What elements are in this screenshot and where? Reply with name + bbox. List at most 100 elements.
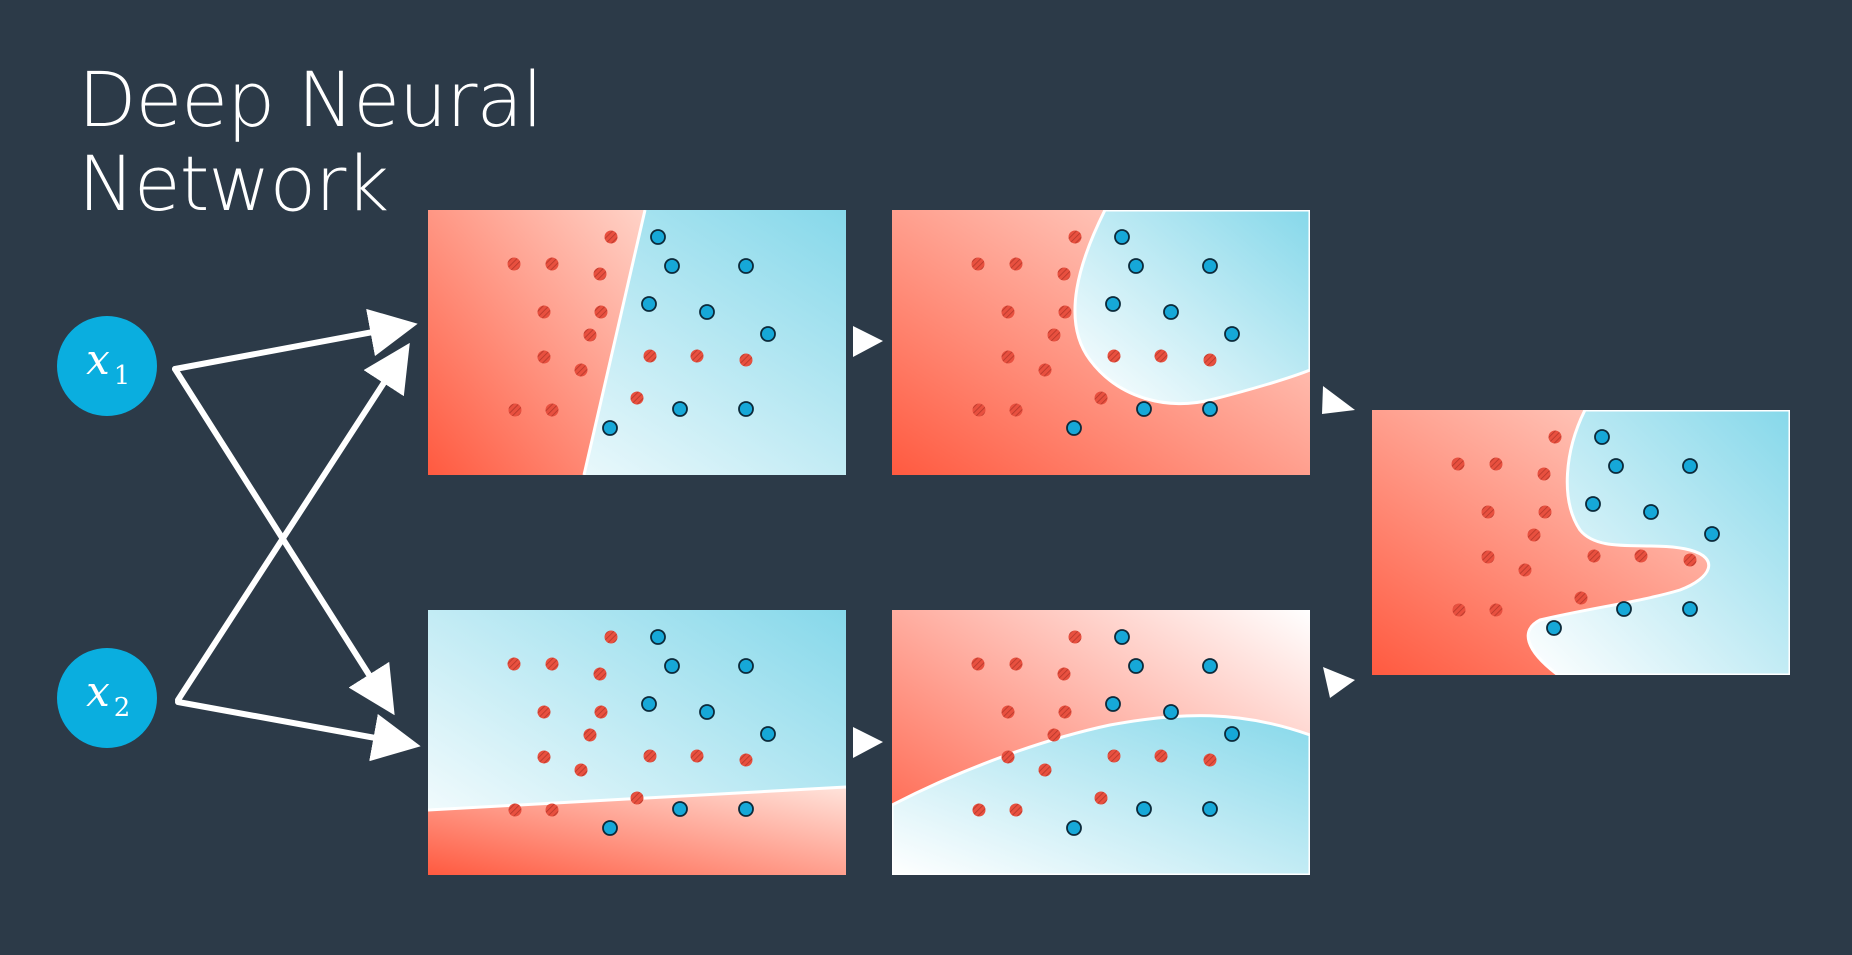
blue-point bbox=[1105, 296, 1121, 312]
red-point bbox=[507, 257, 521, 271]
red-point bbox=[1587, 549, 1601, 563]
red-point bbox=[1634, 549, 1648, 563]
red-point bbox=[1009, 257, 1023, 271]
red-point bbox=[1537, 467, 1551, 481]
x1-sub: 1 bbox=[114, 361, 131, 391]
blue-point bbox=[672, 801, 688, 817]
panel-layer1-b bbox=[428, 610, 846, 875]
red-point bbox=[971, 657, 985, 671]
red-point bbox=[574, 363, 588, 377]
red-point bbox=[593, 667, 607, 681]
red-point bbox=[1203, 353, 1217, 367]
blue-point bbox=[738, 401, 754, 417]
blue-point bbox=[641, 296, 657, 312]
red-point bbox=[1548, 430, 1562, 444]
red-point bbox=[1009, 403, 1023, 417]
red-point bbox=[1574, 591, 1588, 605]
red-point bbox=[643, 749, 657, 763]
panel-layer1-a bbox=[428, 210, 846, 475]
red-point bbox=[690, 349, 704, 363]
red-point bbox=[593, 267, 607, 281]
red-point bbox=[1489, 457, 1503, 471]
red-point bbox=[545, 403, 559, 417]
blue-point bbox=[1136, 801, 1152, 817]
blue-point bbox=[699, 704, 715, 720]
red-point bbox=[739, 753, 753, 767]
blue-point bbox=[664, 658, 680, 674]
red-point bbox=[1538, 505, 1552, 519]
blue-point bbox=[1105, 696, 1121, 712]
panel-output bbox=[1372, 410, 1790, 675]
blue-point bbox=[1066, 420, 1082, 436]
red-point bbox=[1001, 750, 1015, 764]
arrow-x1-to-bottom bbox=[172, 366, 395, 716]
x2-var: x bbox=[86, 667, 110, 716]
blue-point bbox=[738, 658, 754, 674]
red-point bbox=[574, 763, 588, 777]
arrow-p3-to-p5 bbox=[1322, 386, 1355, 414]
red-point bbox=[1094, 391, 1108, 405]
arrow-p2-to-p4 bbox=[853, 727, 883, 758]
red-point bbox=[1068, 230, 1082, 244]
arrow-p4-to-p5 bbox=[1323, 667, 1355, 698]
input-node-x1: x 1 bbox=[57, 316, 157, 416]
blue-point bbox=[1163, 704, 1179, 720]
blue-point bbox=[1682, 458, 1698, 474]
panel-layer2-b bbox=[892, 610, 1310, 875]
blue-point bbox=[1136, 401, 1152, 417]
blue-point bbox=[1224, 326, 1240, 342]
blue-point bbox=[738, 258, 754, 274]
red-point bbox=[1683, 553, 1697, 567]
red-point bbox=[630, 791, 644, 805]
blue-point bbox=[1202, 801, 1218, 817]
forward-arrows bbox=[853, 326, 1355, 758]
blue-point bbox=[1643, 504, 1659, 520]
blue-point bbox=[1128, 658, 1144, 674]
red-point bbox=[1518, 563, 1532, 577]
red-point bbox=[508, 803, 522, 817]
blue-point bbox=[1608, 458, 1624, 474]
red-point bbox=[537, 305, 551, 319]
connection-arrows bbox=[172, 308, 421, 762]
red-point bbox=[1057, 267, 1071, 281]
red-point bbox=[630, 391, 644, 405]
red-point bbox=[1001, 305, 1015, 319]
blue-point bbox=[1224, 726, 1240, 742]
red-point bbox=[1009, 657, 1023, 671]
red-point bbox=[1057, 667, 1071, 681]
blue-point bbox=[760, 326, 776, 342]
red-point bbox=[1094, 791, 1108, 805]
red-point bbox=[1154, 749, 1168, 763]
red-point bbox=[1047, 728, 1061, 742]
arrow-x2-to-top bbox=[175, 342, 410, 703]
red-point bbox=[971, 257, 985, 271]
red-point bbox=[1038, 763, 1052, 777]
red-point bbox=[583, 328, 597, 342]
red-point bbox=[545, 257, 559, 271]
red-point bbox=[537, 750, 551, 764]
blue-point bbox=[1616, 601, 1632, 617]
blue-point bbox=[1594, 429, 1610, 445]
blue-point bbox=[1114, 229, 1130, 245]
diagram-title: Deep Neural Network bbox=[78, 55, 543, 226]
red-point bbox=[1481, 550, 1495, 564]
red-point bbox=[1451, 457, 1465, 471]
red-point bbox=[1107, 349, 1121, 363]
blue-point bbox=[1585, 496, 1601, 512]
red-point bbox=[1038, 363, 1052, 377]
red-point bbox=[537, 350, 551, 364]
red-point bbox=[537, 705, 551, 719]
red-point bbox=[972, 403, 986, 417]
blue-point bbox=[664, 258, 680, 274]
blue-point bbox=[1546, 620, 1562, 636]
red-point bbox=[1107, 749, 1121, 763]
blue-point bbox=[1114, 629, 1130, 645]
blue-point bbox=[1202, 658, 1218, 674]
data-points bbox=[507, 229, 1720, 836]
red-point bbox=[643, 349, 657, 363]
blue-point bbox=[641, 696, 657, 712]
red-point bbox=[690, 749, 704, 763]
title-line-1: Deep Neural bbox=[78, 55, 543, 144]
red-point bbox=[545, 657, 559, 671]
